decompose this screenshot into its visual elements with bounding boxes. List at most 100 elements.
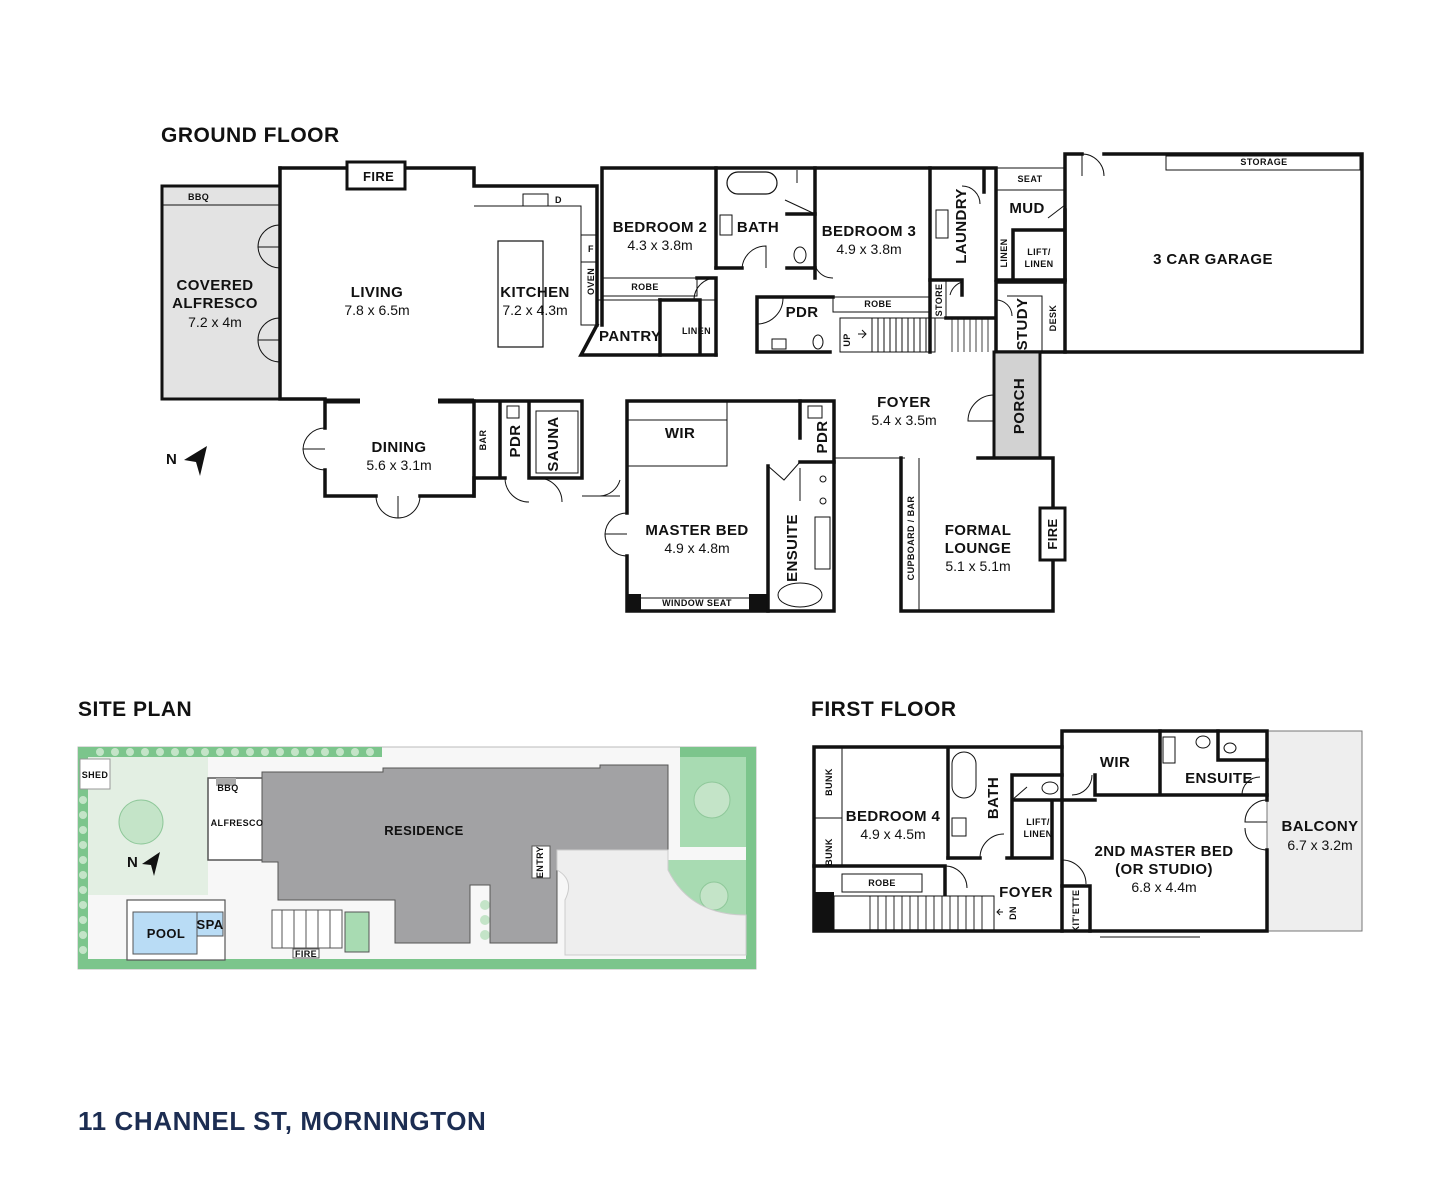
lift-label-2: LINEN	[1025, 259, 1054, 269]
pdr-label-1: PDR	[786, 304, 819, 321]
storage-label: STORAGE	[1240, 157, 1287, 167]
kitchenette-label: KIT'ETTE	[1071, 890, 1081, 933]
compass-north-label: N	[166, 451, 177, 468]
pdr-label-3: PDR	[814, 421, 831, 454]
first-floor-lift-label-2: LINEN	[1024, 829, 1053, 839]
bar-label: BAR	[478, 430, 488, 451]
first-floor-wir-label: WIR	[1100, 754, 1130, 771]
covered-alfresco-area	[160, 184, 282, 401]
first-floor-bath-label: BATH	[985, 777, 1002, 819]
laundry-label: LAUNDRY	[953, 188, 970, 264]
desk-label: DESK	[1048, 305, 1058, 332]
kitchen-name: KITCHEN	[500, 284, 569, 301]
linen-label-2: LINEN	[999, 239, 1009, 268]
living-name: LIVING	[351, 284, 403, 301]
cupboard-bar-label: CUPBOARD / BAR	[906, 496, 916, 581]
mud-label: MUD	[1009, 200, 1044, 217]
bedroom-4-name: BEDROOM 4	[846, 808, 941, 825]
site-spa	[196, 911, 224, 937]
bedroom-4-dims: 4.9 x 4.5m	[860, 826, 925, 842]
second-master-dims: 6.8 x 4.4m	[1131, 879, 1196, 895]
bbq-label: BBQ	[188, 192, 209, 202]
ground-floor-plan	[160, 152, 1364, 613]
ground-floor-labels: BBQ FIRE COVERED ALFRESCO 7.2 x 4m LIVIN…	[172, 157, 1287, 608]
site-residence-label: RESIDENCE	[384, 823, 463, 838]
study-label: STUDY	[1014, 298, 1031, 351]
site-plan: N SHED BBQ ALFRESCO RESIDENCE ENTRY POOL…	[77, 746, 757, 970]
lounge-fireplace	[1038, 506, 1067, 562]
bunk-label-1: BUNK	[824, 768, 834, 796]
site-pool	[132, 911, 198, 955]
second-master-name-2: (OR STUDIO)	[1115, 861, 1213, 878]
ensuite-label: ENSUITE	[784, 514, 801, 582]
linen-label-1: LINEN	[682, 326, 711, 336]
site-compass-icon	[142, 852, 160, 876]
oven-label: OVEN	[586, 268, 596, 295]
alfresco-name-2: ALFRESCO	[172, 295, 258, 312]
pdr-label-2: PDR	[507, 425, 524, 458]
master-bed-dims: 4.9 x 4.8m	[664, 540, 729, 556]
stairs-down-label: DN	[1008, 906, 1018, 920]
kitchen-island	[497, 240, 544, 348]
property-address: 11 CHANNEL ST, MORNINGTON	[78, 1106, 487, 1136]
site-shed	[79, 758, 111, 790]
garage-label: 3 CAR GARAGE	[1153, 251, 1273, 268]
site-pool-label: POOL	[147, 926, 185, 941]
bedroom-3-dims: 4.9 x 3.8m	[836, 241, 901, 257]
formal-lounge-dims: 5.1 x 5.1m	[945, 558, 1010, 574]
first-floor-ensuite-label: ENSUITE	[1185, 770, 1253, 787]
alfresco-dims: 7.2 x 4m	[188, 314, 242, 330]
site-alfresco-label: ALFRESCO	[211, 818, 264, 828]
pantry-label: PANTRY	[599, 328, 661, 345]
site-bbq-label: BBQ	[217, 783, 238, 793]
lounge-fire-label: FIRE	[1045, 518, 1060, 549]
site-entry-label: ENTRY	[535, 846, 545, 878]
site-shed-label: SHED	[82, 770, 109, 780]
stairs-up-label: UP	[842, 333, 852, 346]
porch-label: PORCH	[1011, 378, 1028, 434]
seat-label: SEAT	[1018, 174, 1043, 184]
lift-label-1: LIFT/	[1027, 247, 1051, 257]
robe-label-1: ROBE	[631, 282, 659, 292]
bedroom-3-name: BEDROOM 3	[822, 223, 916, 240]
alfresco-name-1: COVERED	[177, 277, 254, 294]
kitchen-d-label: D	[555, 195, 562, 205]
site-residence	[261, 764, 669, 944]
living-fire-label: FIRE	[363, 169, 394, 184]
balcony-name: BALCONY	[1282, 818, 1359, 835]
window-seat-label: WINDOW SEAT	[662, 598, 732, 608]
second-master-name-1: 2ND MASTER BED	[1095, 843, 1234, 860]
bedroom-2-name: BEDROOM 2	[613, 219, 707, 236]
foyer-name: FOYER	[877, 394, 931, 411]
bedroom-2-dims: 4.3 x 3.8m	[627, 237, 692, 253]
first-floor-foyer-label: FOYER	[999, 884, 1053, 901]
site-plan-heading: SITE PLAN	[78, 698, 193, 721]
first-floor-labels: BUNK BUNK BEDROOM 4 4.9 x 4.5m ROBE BATH…	[824, 754, 1358, 932]
wir-label: WIR	[665, 425, 695, 442]
first-floor-heading: FIRST FLOOR	[811, 698, 957, 721]
dining-dims: 5.6 x 3.1m	[366, 457, 431, 473]
robe-label-2: ROBE	[864, 299, 892, 309]
site-fire-label: FIRE	[295, 949, 317, 959]
kitchen-f-label: F	[588, 244, 594, 254]
living-fireplace	[345, 160, 407, 191]
compass-icon: N	[166, 446, 207, 476]
store-label: STORE	[934, 284, 944, 317]
foyer-dims: 5.4 x 3.5m	[871, 412, 936, 428]
ground-floor-heading: GROUND FLOOR	[161, 124, 340, 147]
balcony-area	[1266, 730, 1363, 932]
formal-lounge-name-1: FORMAL	[945, 522, 1012, 539]
balcony-dims: 6.7 x 3.2m	[1287, 837, 1352, 853]
site-compass-north-label: N	[127, 854, 138, 871]
living-dims: 7.8 x 6.5m	[344, 302, 409, 318]
site-spa-label: SPA	[197, 917, 224, 932]
sauna-label: SAUNA	[545, 416, 562, 471]
bunk-label-2: BUNK	[824, 838, 834, 866]
formal-lounge-name-2: LOUNGE	[945, 540, 1012, 557]
dining-name: DINING	[372, 439, 427, 456]
kitchen-dims: 7.2 x 4.3m	[502, 302, 567, 318]
first-floor-robe-label: ROBE	[868, 878, 896, 888]
first-floor-plan	[812, 729, 1363, 938]
bath-label: BATH	[737, 219, 779, 236]
